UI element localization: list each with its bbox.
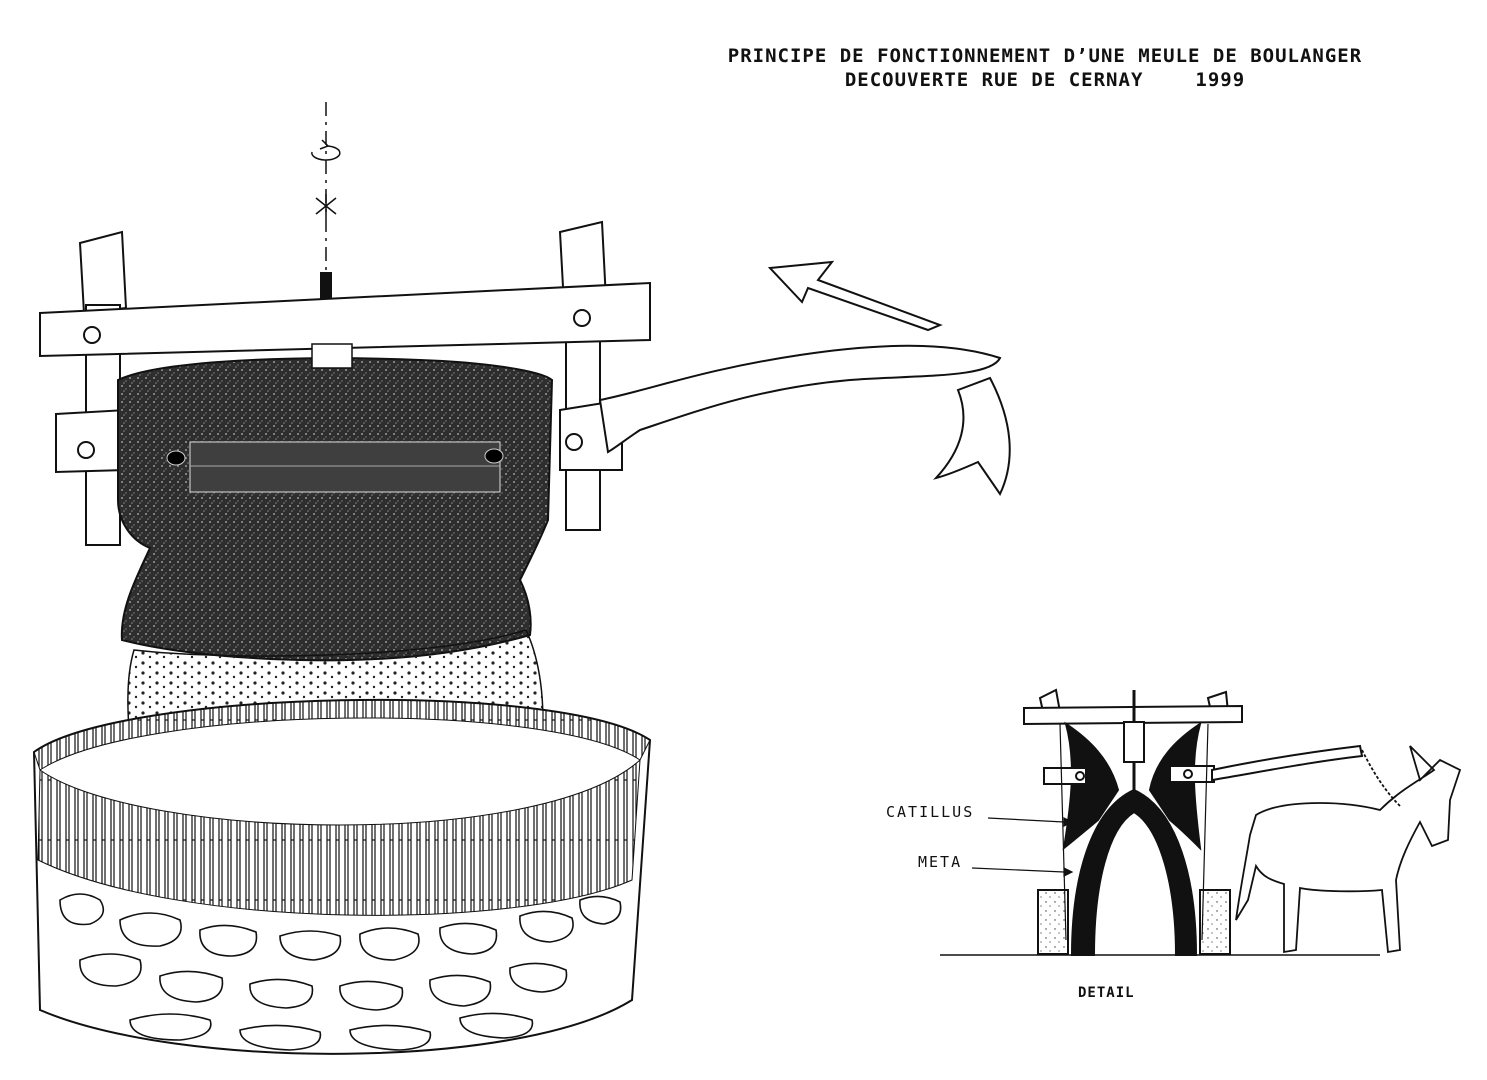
wooden-frame xyxy=(39,220,651,546)
rotation-arrow-lower xyxy=(932,376,1011,497)
rotation-arrow-upper xyxy=(767,260,943,332)
rotation-axis xyxy=(311,102,341,275)
masonry-base xyxy=(32,698,652,1055)
detail-caption: DETAIL xyxy=(1078,985,1135,1001)
detail-inset xyxy=(940,688,1462,956)
detail-leader-lines xyxy=(971,817,1074,877)
label-meta: META xyxy=(918,853,963,871)
lever-arm xyxy=(598,344,1002,454)
title-line-1: PRINCIPE DE FONCTIONNEMENT D’UNE MEULE D… xyxy=(727,45,1363,67)
title-year: 1999 xyxy=(1195,69,1246,91)
catillus-upper-stone xyxy=(117,343,554,662)
axis-pin xyxy=(320,272,332,302)
mule-drawing xyxy=(1235,745,1462,954)
label-catillus: CATILLUS xyxy=(886,803,975,821)
title-line-2: DECOUVERTE RUE DE CERNAY 1999 xyxy=(640,68,1450,92)
figure-title: PRINCIPE DE FONCTIONNEMENT D’UNE MEULE D… xyxy=(640,44,1450,92)
title-location: DECOUVERTE RUE DE CERNAY xyxy=(844,69,1144,91)
